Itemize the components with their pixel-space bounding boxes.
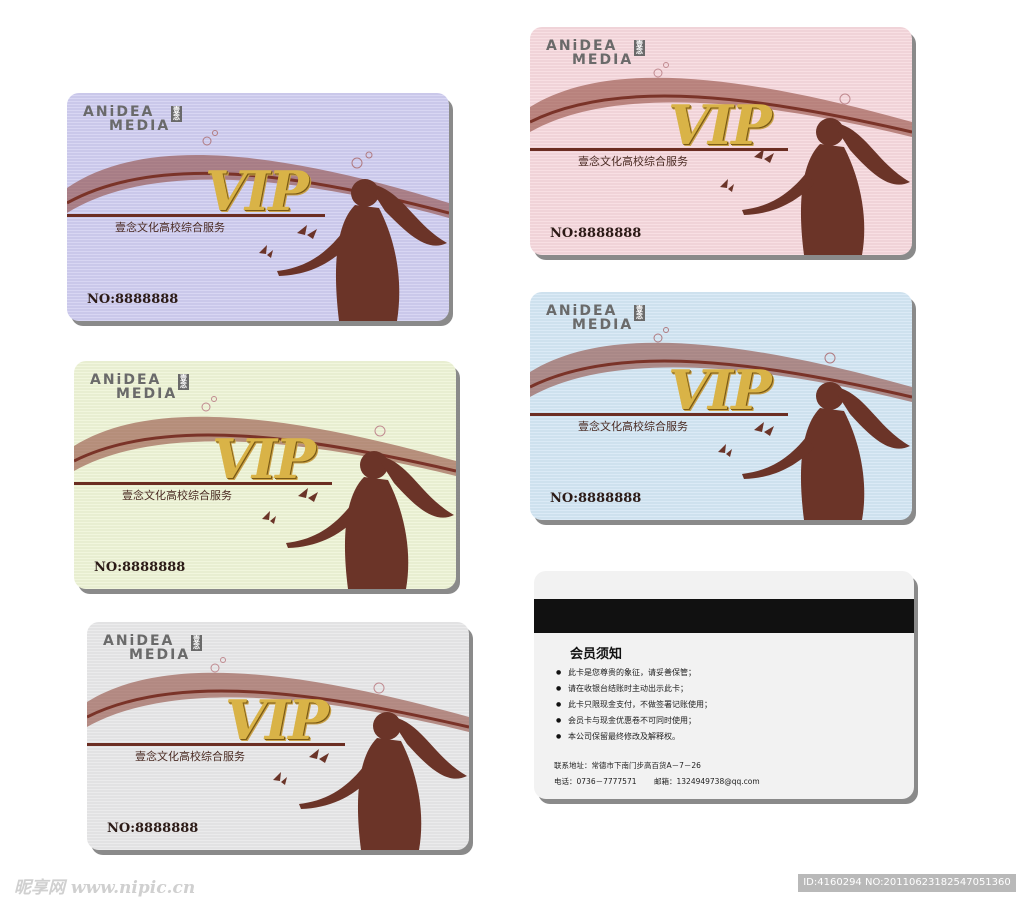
vip-title: VIP — [668, 358, 772, 422]
service-subtitle: 壹念文化高校综合服务 — [122, 489, 232, 502]
divider — [74, 482, 332, 485]
card-number: NO:8888888 — [107, 821, 199, 836]
vip-title: VIP — [225, 688, 329, 752]
service-subtitle: 壹念文化高校综合服务 — [578, 420, 688, 433]
card-number: NO:8888888 — [550, 226, 642, 241]
woman-silhouette-icon — [286, 451, 454, 589]
vip-card-green: ANiDEA MEDIA 壹念 VIP 壹念文化高校综合服务 NO:888888… — [74, 361, 456, 589]
woman-silhouette-icon — [277, 179, 447, 321]
card-illustration — [530, 327, 912, 520]
divider — [67, 214, 325, 217]
woman-silhouette-icon — [299, 712, 467, 850]
vip-card-purple: ANiDEA MEDIA 壹念 VIP 壹念文化高校综合服务 NO:888888… — [67, 93, 449, 321]
divider — [87, 743, 345, 746]
butterfly-icon — [718, 422, 774, 457]
brand-logo: ANiDEA MEDIA 壹念 — [83, 104, 182, 134]
contact-address: 联系地址：常德市下南门步高百货A－7－26 — [554, 761, 701, 770]
butterfly-icon — [720, 149, 774, 192]
butterfly-icon — [262, 488, 318, 524]
notice-list: 此卡是您尊贵的象征，请妥善保管； 请在收银台结账时主动出示此卡； 此卡只限现金支… — [556, 665, 712, 745]
notice-item: 本公司保留最终修改及解释权。 — [556, 729, 712, 745]
divider — [530, 413, 788, 416]
notice-item: 此卡只限现金支付，不做签署记账使用； — [556, 697, 712, 713]
brand-logo: ANiDEA MEDIA 壹念 — [546, 38, 645, 68]
brand-logo: ANiDEA MEDIA 壹念 — [103, 633, 202, 663]
card-illustration — [530, 62, 912, 255]
card-illustration — [67, 130, 449, 321]
notice-item: 请在收银台结账时主动出示此卡； — [556, 681, 712, 697]
vip-title: VIP — [668, 93, 772, 157]
card-illustration — [74, 396, 456, 589]
vip-card-back: 会员须知 此卡是您尊贵的象征，请妥善保管； 请在收银台结账时主动出示此卡； 此卡… — [534, 571, 914, 799]
butterfly-icon — [273, 749, 329, 785]
contact-email: 邮箱：1324949738@qq.com — [654, 777, 760, 786]
image-id-watermark: ID:4160294 NO:20110623182547051360 — [798, 874, 1016, 892]
card-illustration — [87, 657, 469, 850]
divider — [530, 148, 788, 151]
vip-card-pink: ANiDEA MEDIA 壹念 VIP 壹念文化高校综合服务 NO:888888… — [530, 27, 912, 255]
vip-card-blue: ANiDEA MEDIA 壹念 VIP 壹念文化高校综合服务 NO:888888… — [530, 292, 912, 520]
vip-title: VIP — [212, 427, 316, 491]
notice-item: 此卡是您尊贵的象征，请妥善保管； — [556, 665, 712, 681]
magnetic-stripe — [534, 599, 914, 633]
card-number: NO:8888888 — [87, 292, 179, 307]
contact-phone: 电话：0736－7777571 — [554, 777, 637, 786]
site-watermark: 昵享网 www.nipic.cn — [14, 878, 196, 898]
butterfly-icon — [259, 225, 317, 258]
brand-logo: ANiDEA MEDIA 壹念 — [546, 303, 645, 333]
card-number: NO:8888888 — [94, 560, 186, 575]
notice-title: 会员须知 — [570, 647, 623, 662]
notice-item: 会员卡与现金优惠卷不可同时使用； — [556, 713, 712, 729]
service-subtitle: 壹念文化高校综合服务 — [135, 750, 245, 763]
service-subtitle: 壹念文化高校综合服务 — [578, 155, 688, 168]
card-number: NO:8888888 — [550, 491, 642, 506]
vip-card-grey: ANiDEA MEDIA 壹念 VIP 壹念文化高校综合服务 NO:888888… — [87, 622, 469, 850]
woman-silhouette-icon — [742, 118, 910, 255]
vip-title: VIP — [205, 159, 309, 223]
woman-silhouette-icon — [742, 382, 910, 520]
brand-logo: ANiDEA MEDIA 壹念 — [90, 372, 189, 402]
service-subtitle: 壹念文化高校综合服务 — [115, 221, 225, 234]
